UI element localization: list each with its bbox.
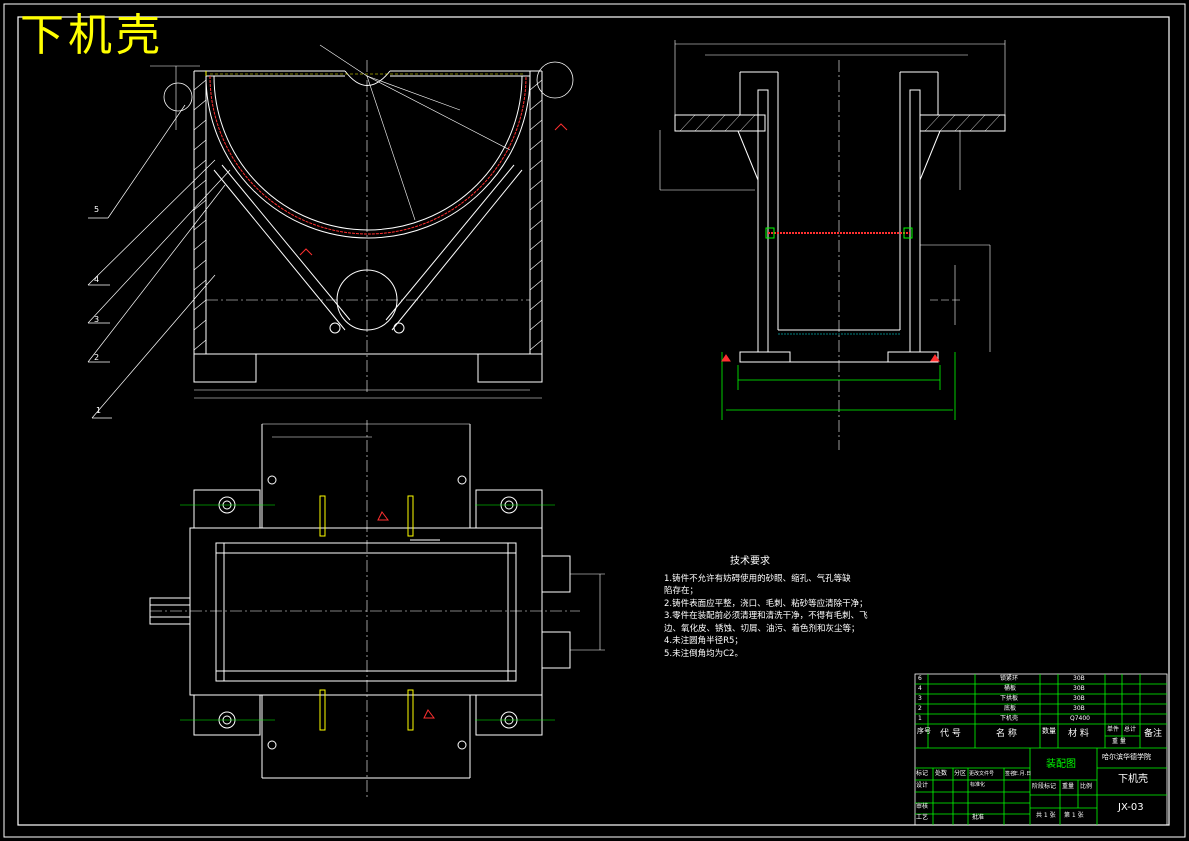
tech-line: 边、氧化皮、锈蚀、切屑、油污、着色剂和灰尘等； [664, 623, 860, 634]
tech-line: 陷存在； [664, 586, 699, 596]
tech-line: 5.未注倒角均为C2。 [664, 648, 743, 659]
tb-weight: 重量 [1062, 783, 1075, 790]
part-label-5: 5 [94, 205, 100, 214]
tech-line: 1.铸件不允许有妨碍使用的砂眼、缩孔、气孔等缺 [664, 573, 851, 584]
bom-material: 30B [1073, 675, 1085, 682]
part-label-2: 2 [94, 353, 100, 362]
tb-date: 年.月.日 [1013, 771, 1032, 777]
tb-mark: 标记 [916, 770, 929, 777]
front-view [87, 44, 574, 419]
outer-frame [3, 3, 1186, 838]
bom-material: 30B [1073, 705, 1085, 712]
bom-material: 30B [1073, 695, 1085, 702]
drawing-title: 下机壳 [20, 10, 164, 61]
top-view [149, 420, 605, 800]
part-label-4: 4 [94, 275, 100, 284]
tb-sheets-total: 共 1 张 [1036, 812, 1056, 819]
bom-no: 4 [918, 685, 922, 692]
bom-header-weight: 重 量 [1112, 738, 1126, 745]
tb-zone: 分区 [954, 770, 967, 777]
bom-header-code: 代 号 [940, 729, 961, 739]
tb-stage-mark: 阶段标记 [1032, 783, 1057, 790]
bom-no: 3 [918, 695, 922, 702]
drawing-type: 装配图 [1046, 759, 1076, 770]
bom-header-remark: 备注 [1144, 729, 1163, 739]
bom-no: 2 [918, 705, 922, 712]
tb-change-doc: 更改文件号 [969, 771, 995, 777]
company-name: 哈尔滨华德学院 [1102, 753, 1151, 761]
tb-scale: 比例 [1080, 783, 1093, 790]
tb-process: 工艺 [916, 814, 929, 821]
tech-line: 4.未注圆角半径R5； [664, 636, 743, 646]
bom-no: 1 [918, 715, 922, 722]
tech-line: 2.铸件表面应平整，浇口、毛刺、粘砂等应清除干净； [664, 598, 868, 609]
tb-standardize: 标准化 [970, 782, 986, 788]
bom-header-seq: 序号 [917, 727, 931, 735]
bom-material: 30B [1073, 685, 1085, 692]
bom-header-qty: 数量 [1042, 727, 1056, 735]
tb-sheet-no: 第 1 张 [1064, 812, 1084, 819]
bom-header-total: 总计 [1124, 726, 1137, 733]
part-name: 下机壳 [1118, 774, 1148, 785]
drawing-number: JX-03 [1118, 802, 1144, 813]
bom-name: 锁紧环 [1000, 675, 1019, 682]
bom-name: 桶板 [1004, 685, 1017, 692]
tech-heading: 技术要求 [730, 556, 770, 567]
technical-requirements: 技术要求 1.铸件不允许有妨碍使用的砂眼、缩孔、气孔等缺 陷存在； 2.铸件表面… [664, 556, 868, 660]
bom-name: 下机壳 [1000, 715, 1019, 722]
bom-no: 6 [918, 675, 922, 682]
bom-name: 下拱板 [1000, 695, 1019, 702]
bom-material: Q7400 [1070, 715, 1090, 722]
bom-header-name: 名 称 [996, 729, 1017, 739]
tb-signature: 签名 [1005, 771, 1016, 777]
tech-line: 3.零件在装配前必须清理和清洗干净，不得有毛刺、飞 [664, 611, 868, 621]
tb-approve: 批准 [972, 814, 985, 821]
bom-header-material: 材 料 [1068, 729, 1089, 739]
part-label-1: 1 [96, 406, 102, 415]
bom-header-single: 单件 [1107, 726, 1120, 733]
tb-count: 处数 [935, 770, 948, 777]
tb-review: 审核 [916, 803, 929, 810]
inner-frame [17, 16, 1170, 826]
title-block [914, 673, 1168, 826]
part-label-3: 3 [94, 315, 100, 324]
bom-name: 底板 [1004, 705, 1017, 712]
side-view [659, 40, 1006, 450]
tb-design: 设计 [916, 782, 929, 789]
